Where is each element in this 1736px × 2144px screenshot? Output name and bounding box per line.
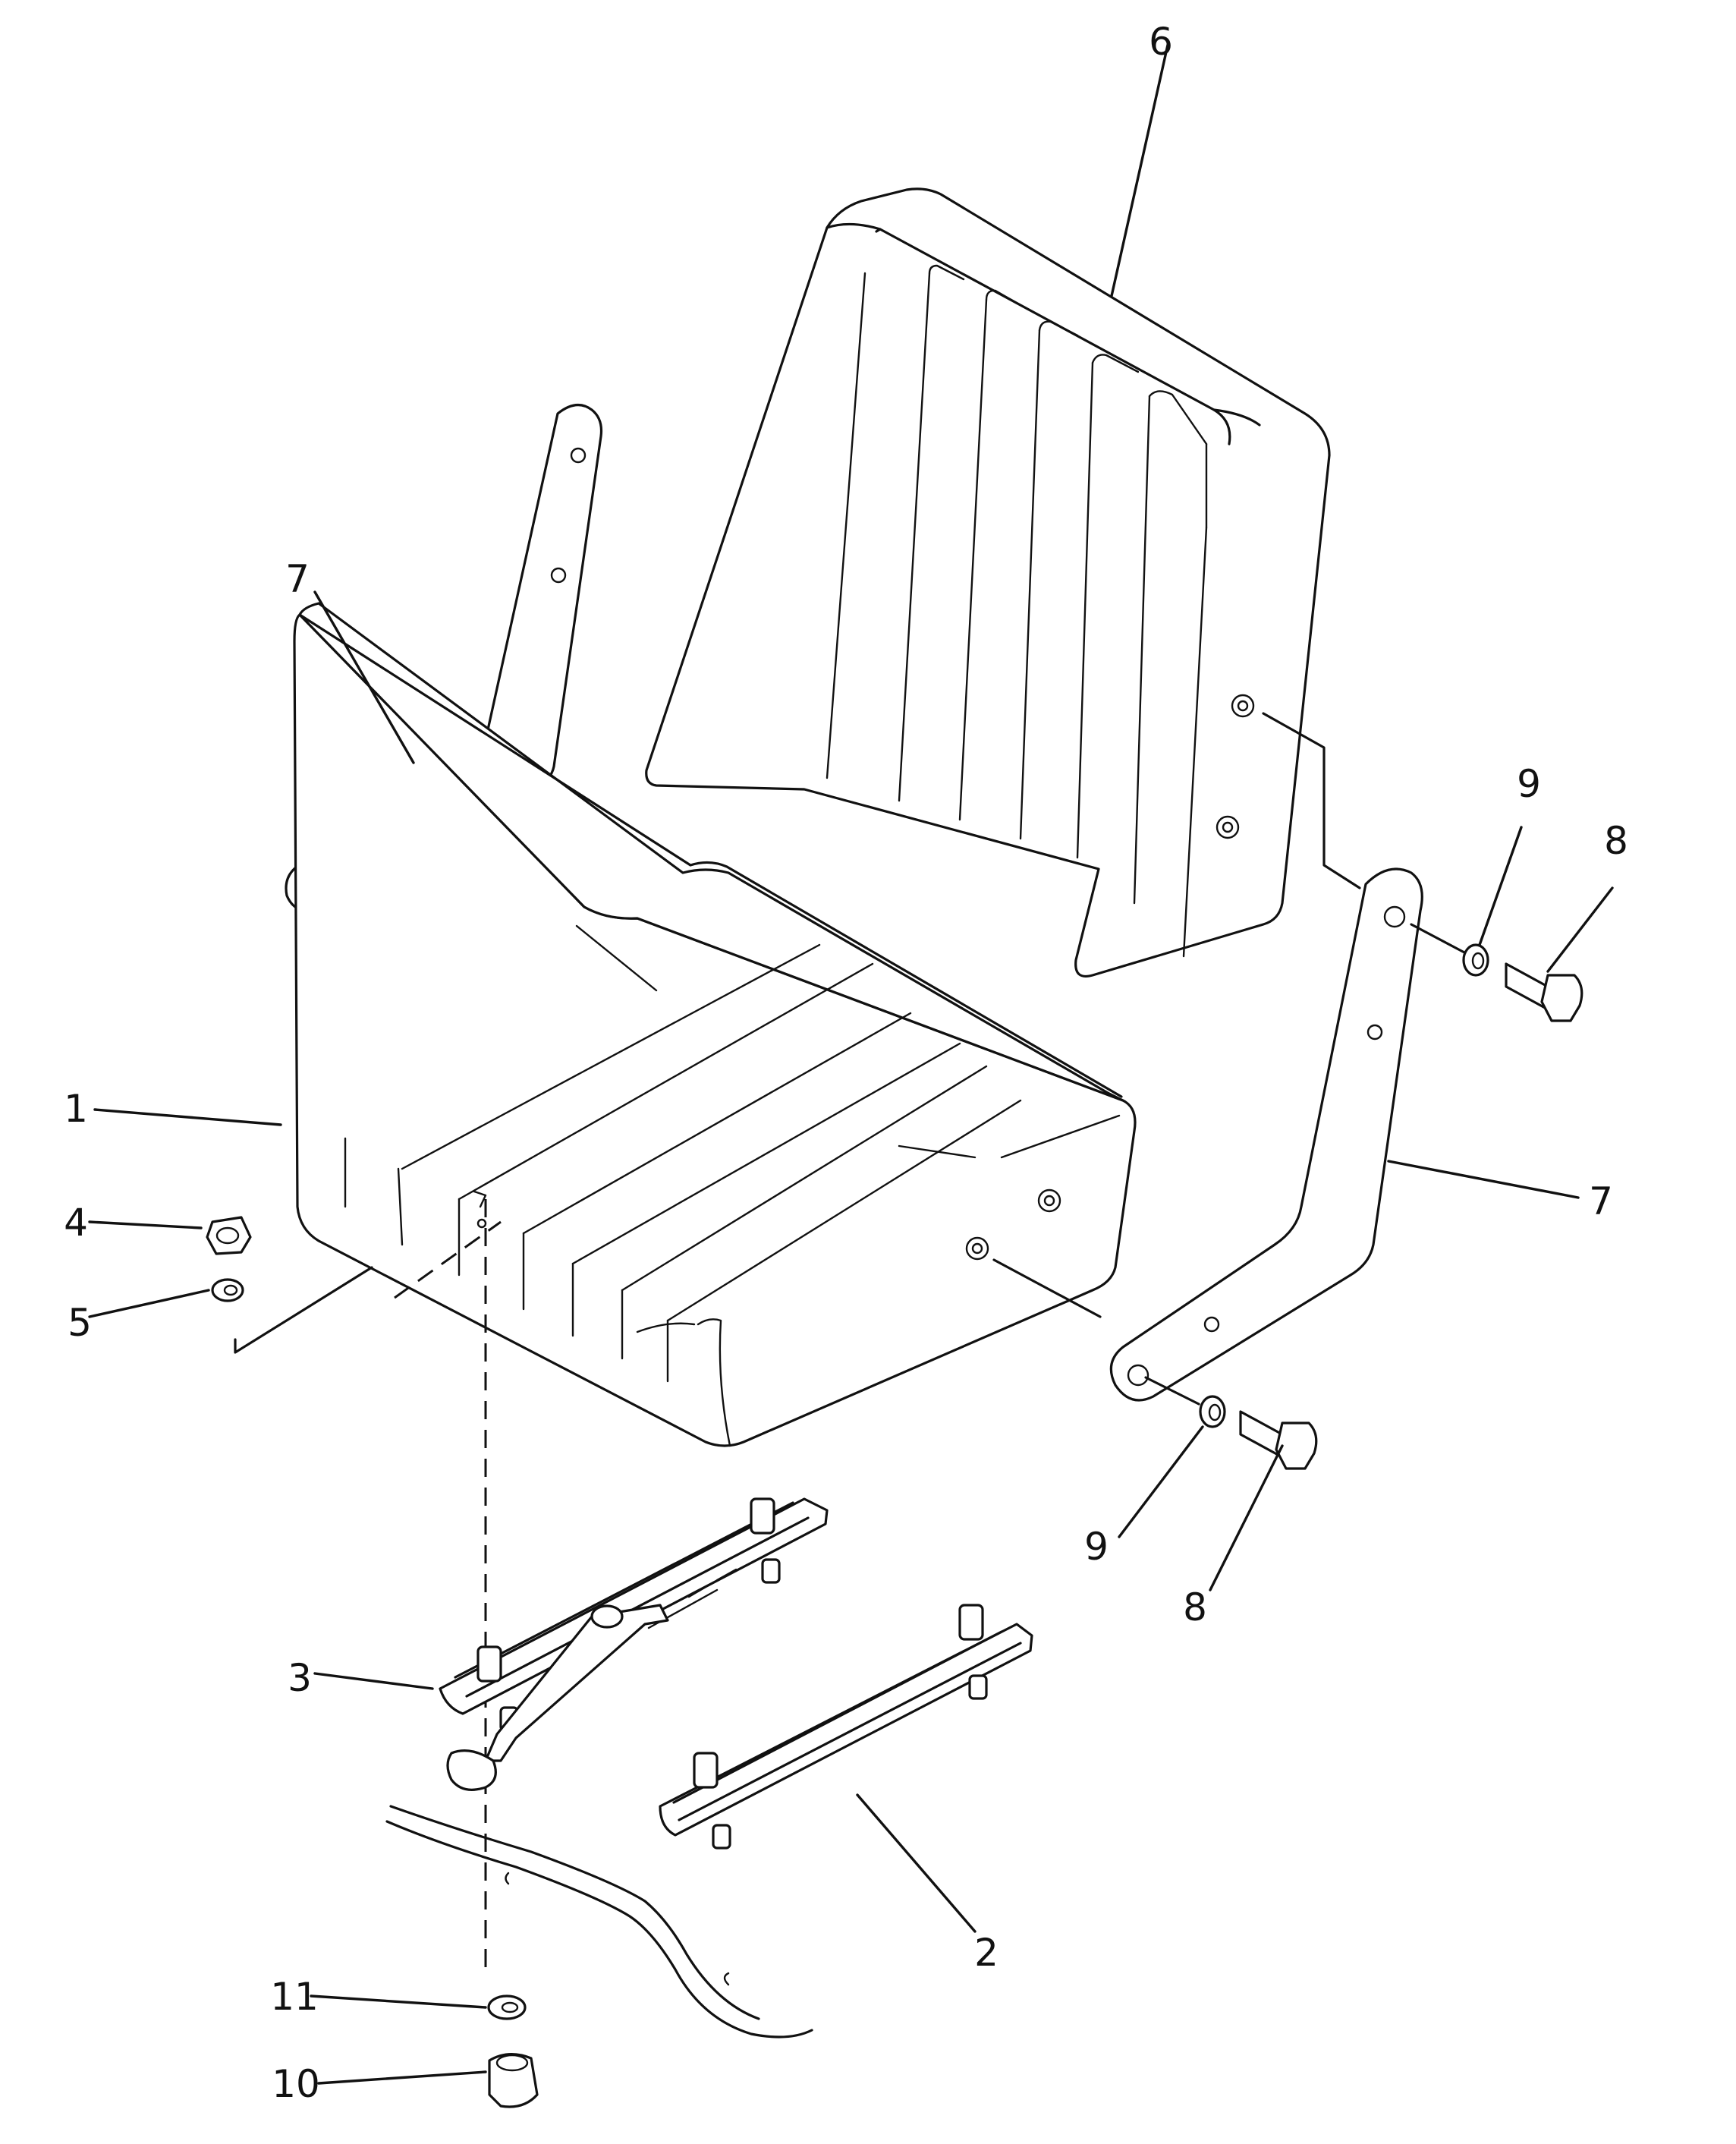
- washer-5: [211, 1278, 244, 1302]
- callout-9-lower: 9: [1084, 1525, 1109, 1569]
- leader-lines: [88, 40, 1614, 2085]
- mount-connector-lower: [992, 1258, 1102, 1318]
- callout-7-left: 7: [285, 557, 310, 601]
- washer-upper: [1410, 923, 1489, 977]
- nut-10: [488, 2053, 539, 2108]
- armrest-bracket-right: [1109, 867, 1423, 1402]
- callout-6: 6: [1149, 20, 1173, 64]
- washer-11: [487, 1994, 527, 2020]
- callout-7-right: 7: [1589, 1179, 1613, 1223]
- callout-10: 10: [272, 2062, 320, 2106]
- callout-8-lower: 8: [1183, 1585, 1207, 1629]
- callout-2: 2: [974, 1931, 999, 1975]
- mount-connector-upper: [1262, 712, 1361, 889]
- seat-back: [645, 187, 1331, 978]
- floor-frame: [385, 1805, 813, 2039]
- callout-9-upper: 9: [1517, 762, 1541, 806]
- callout-4: 4: [64, 1201, 88, 1245]
- slide-rail-with-lever: [439, 1497, 829, 1791]
- mount-connector-left: [234, 1266, 373, 1354]
- seat-cushion: [293, 602, 1137, 1447]
- callout-1: 1: [64, 1087, 88, 1131]
- callout-8-upper: 8: [1604, 819, 1628, 863]
- callout-3: 3: [288, 1656, 312, 1700]
- washer-lower: [1144, 1376, 1226, 1428]
- bolt-upper: [1505, 962, 1583, 1022]
- nut-4: [206, 1216, 252, 1255]
- callout-5: 5: [68, 1301, 92, 1345]
- bolt-lower: [1239, 1410, 1318, 1470]
- slide-rail: [659, 1604, 1033, 1850]
- callout-11: 11: [270, 1975, 319, 2019]
